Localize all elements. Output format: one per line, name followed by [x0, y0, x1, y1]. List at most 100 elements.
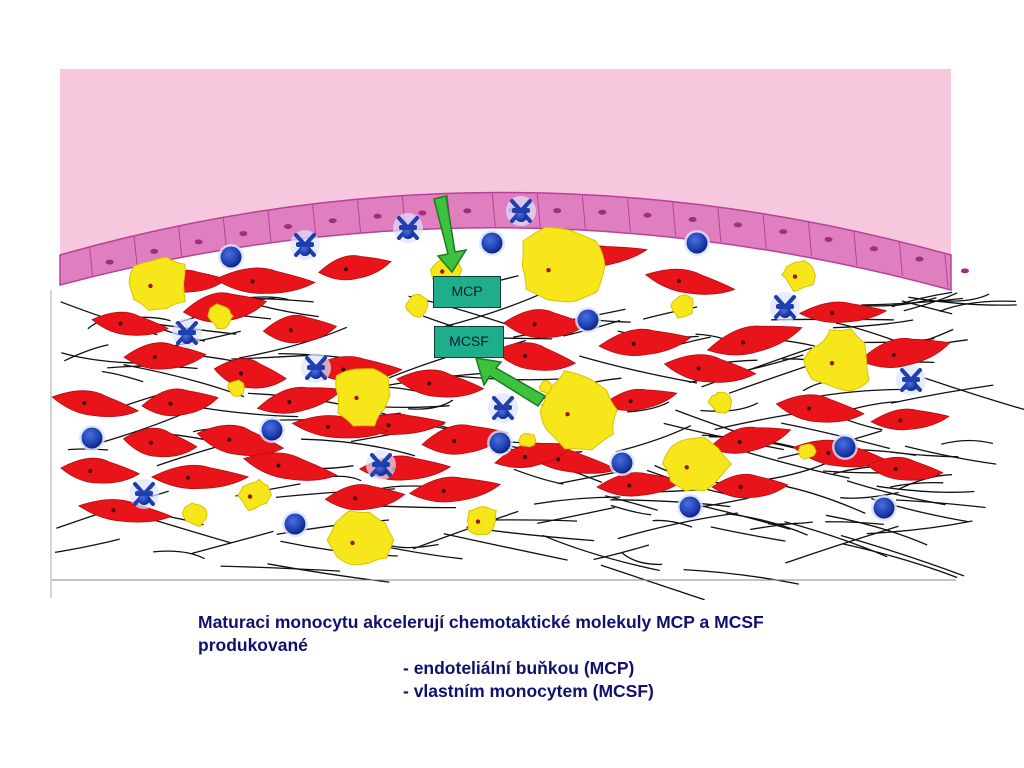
endothelial-nucleus — [239, 231, 248, 237]
caption-line-4: - vlastním monocytem (MCSF) — [403, 681, 654, 701]
endothelial-nucleus — [105, 259, 114, 265]
fiber — [153, 550, 205, 560]
endothelial-cell-border — [536, 193, 541, 228]
endothelial-nucleus — [194, 239, 203, 245]
smooth-muscle-cell — [141, 388, 219, 417]
macrophage — [466, 506, 497, 536]
fiber — [700, 402, 759, 412]
macrophage — [335, 368, 391, 427]
fiber — [101, 370, 144, 383]
endothelial-cell-border — [672, 202, 677, 237]
fiber — [895, 499, 986, 509]
fiber — [220, 565, 341, 572]
endothelial-cell-border — [717, 207, 722, 242]
monocyte-migrating — [172, 318, 202, 348]
fiber — [627, 401, 670, 413]
fiber — [833, 319, 914, 329]
endothelial-nucleus — [915, 256, 924, 262]
smooth-muscle-cell — [859, 338, 951, 368]
smooth-muscle-cell — [291, 415, 389, 439]
macrophage — [405, 293, 429, 318]
monocyte-migrating — [301, 353, 331, 383]
fiber — [642, 306, 698, 320]
monocyte-migrating — [770, 292, 800, 322]
monocyte-migrating — [506, 196, 536, 226]
endothelial-nucleus — [733, 222, 742, 228]
macrophage — [181, 502, 208, 527]
artery-wall-illustration — [50, 69, 1024, 600]
fiber — [785, 525, 899, 564]
fiber — [941, 439, 994, 445]
fiber — [876, 485, 975, 493]
macrophage — [128, 256, 186, 311]
smooth-muscle-cell — [798, 301, 888, 323]
endothelial-cell-border — [89, 247, 94, 277]
monocyte-round — [79, 425, 105, 451]
macrophage — [538, 380, 553, 395]
fiber — [542, 534, 660, 572]
smooth-muscle-cell — [151, 464, 250, 490]
fiber — [903, 292, 958, 312]
endothelial-cell-border — [898, 242, 903, 276]
macrophage — [797, 443, 817, 460]
fiber — [605, 495, 658, 511]
fiber — [842, 543, 958, 579]
fiber — [408, 399, 454, 410]
smooth-muscle-cell — [123, 342, 207, 370]
fiber — [579, 355, 698, 384]
smooth-muscle-cell — [324, 484, 406, 511]
endothelial-cells — [89, 193, 969, 288]
monocyte-round — [575, 307, 601, 333]
smooth-muscle-cell — [602, 388, 678, 411]
monocyte-migrating — [129, 479, 159, 509]
smooth-muscle-cell — [262, 314, 338, 344]
smooth-muscle-cell — [51, 390, 140, 417]
fiber — [863, 297, 937, 307]
smooth-muscle-cell — [663, 354, 757, 383]
fiber — [231, 354, 312, 360]
fiber — [443, 533, 568, 561]
smooth-muscle-cell — [77, 499, 173, 523]
smooth-muscle-cell — [644, 268, 736, 295]
smooth-muscle-cell — [408, 476, 502, 503]
monocyte-round — [684, 230, 710, 256]
fiber — [825, 521, 884, 526]
smooth-muscle-cell — [870, 408, 950, 431]
caption-line-2: produkované — [198, 635, 308, 655]
smooth-muscle-cell — [866, 456, 944, 481]
endothelial-nucleus — [373, 213, 382, 219]
fiber — [190, 530, 274, 555]
endothelial-cell-border — [491, 193, 496, 227]
macrophage — [207, 303, 234, 330]
monocyte-round — [609, 450, 635, 476]
fiber — [593, 544, 650, 561]
endothelial-nucleus — [643, 212, 652, 218]
fiber — [537, 506, 615, 525]
fiber — [610, 504, 652, 516]
macrophage — [670, 294, 694, 319]
monocyte-round — [832, 434, 858, 460]
fiber — [866, 520, 973, 535]
fiber — [891, 291, 953, 308]
endothelial-nucleus — [598, 209, 607, 215]
macrophage — [227, 379, 245, 397]
fiber — [701, 347, 813, 388]
fiber — [683, 568, 799, 585]
monocyte-round — [487, 430, 513, 456]
smooth-muscle-cell — [318, 255, 392, 281]
endothelial-nucleus — [150, 248, 159, 254]
caption-line-1: Maturaci monocytu akcelerují chemotaktic… — [198, 612, 764, 632]
endothelial-nucleus — [463, 208, 472, 214]
smooth-muscle-cell — [214, 267, 316, 294]
fiber — [600, 564, 705, 600]
fiber — [768, 521, 813, 525]
endothelial-cell-border — [357, 200, 362, 233]
fiber — [939, 300, 1017, 313]
endothelial-nucleus — [418, 210, 427, 216]
fiber — [239, 326, 348, 359]
smooth-muscle-cell — [598, 328, 692, 356]
endothelial-nucleus — [284, 224, 293, 230]
fiber — [781, 422, 891, 450]
endothelial-cell-border — [626, 198, 631, 233]
fiber — [64, 344, 109, 362]
